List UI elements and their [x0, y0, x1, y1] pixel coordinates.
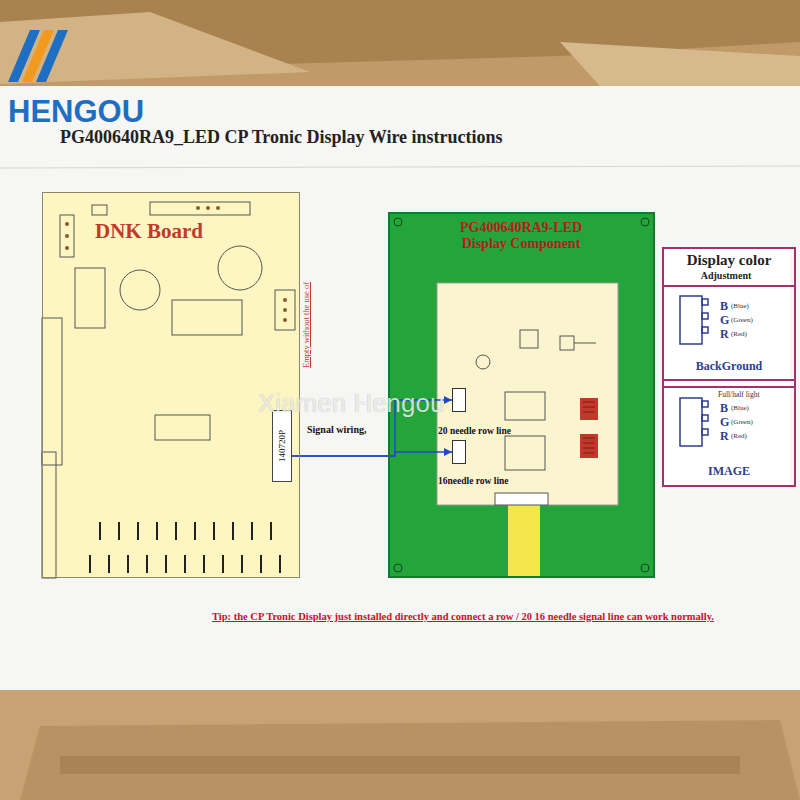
- dip-switch: [680, 296, 702, 344]
- box-flap: [0, 12, 310, 84]
- color-name: (Blue): [731, 302, 749, 310]
- switch-tab: [702, 299, 708, 305]
- switch-tab: [702, 415, 708, 421]
- panel-section: IMAGE: [662, 386, 796, 487]
- chip-symbol: [172, 300, 242, 335]
- switch-stripes: [583, 402, 595, 453]
- lcd-panel: [437, 283, 618, 505]
- mount-hole: [641, 564, 649, 572]
- switch-tab: [702, 401, 708, 407]
- mount-hole: [394, 564, 402, 572]
- color-name: (Red): [731, 330, 747, 338]
- panel-section: BackGround: [662, 285, 796, 381]
- component-symbol: [476, 355, 490, 369]
- switch-block: [580, 398, 598, 420]
- ribbon-connector: [495, 493, 548, 505]
- chip-symbol: [75, 268, 105, 328]
- chip-symbol: [155, 415, 210, 440]
- pin-header: 16needle row line: [452, 440, 466, 464]
- panel-subheading: Adjustment: [662, 270, 790, 281]
- paper-sheet: [0, 86, 800, 690]
- signal-name: R: [720, 429, 729, 444]
- signal-name: G: [720, 313, 729, 328]
- ribbon-cable: [508, 505, 540, 578]
- signal-name: G: [720, 415, 729, 430]
- switch-note: Full/half light: [718, 390, 759, 399]
- mount-hole: [641, 218, 649, 226]
- sheet-title: PG400640RA9_LED CP Tronic Display Wire i…: [60, 127, 503, 148]
- box-flap: [560, 42, 800, 86]
- component-lead: [574, 343, 596, 344]
- capacitor-symbol: [120, 270, 160, 310]
- switch-tab: [702, 313, 708, 319]
- box-flap: [20, 720, 800, 800]
- pin-dot: [65, 222, 69, 226]
- switch-tab: [702, 429, 708, 435]
- panel-fill: [662, 247, 790, 487]
- cardboard-box: [0, 690, 800, 800]
- brand-logo: HENGOU: [8, 94, 144, 130]
- pin-dot: [196, 206, 200, 210]
- signal-wire: [292, 452, 452, 456]
- capacitor-symbol: [218, 246, 262, 290]
- connector-code: 140720P: [277, 430, 287, 462]
- adjust-panel: BackGroundIMAGE Display colorAdjustment: [662, 247, 796, 487]
- board-connector: [92, 205, 107, 215]
- board-connector: [42, 452, 56, 578]
- signal-wire: [292, 400, 452, 456]
- section-label: BackGround: [662, 359, 796, 374]
- logo-mark: [36, 30, 68, 82]
- panel-heading: Display color: [662, 252, 796, 269]
- board-title: DNK Board: [95, 219, 203, 244]
- signal-name: R: [720, 327, 729, 342]
- signal-name: B: [720, 401, 728, 416]
- note-text: Empty without the use of: [301, 282, 311, 368]
- board-fill: [42, 192, 300, 578]
- pin-dot: [206, 206, 210, 210]
- section-label: IMAGE: [662, 464, 796, 479]
- pin-dot: [283, 318, 287, 322]
- board-title: PG400640RA9-LED Display Component: [441, 220, 601, 252]
- component-symbol: [505, 436, 545, 470]
- component-symbol: [560, 336, 574, 350]
- pin-header: 20 needle row line: [452, 388, 466, 412]
- board-connector: [42, 318, 62, 465]
- pin-dot: [216, 206, 220, 210]
- mount-hole: [394, 218, 402, 226]
- color-name: (Green): [731, 316, 753, 324]
- tip-note: Tip: the CP Tronic Display just installe…: [212, 611, 714, 622]
- pin-label: 20 needle row line: [438, 426, 511, 436]
- board-connector: [60, 215, 74, 257]
- pin-dot: [65, 234, 69, 238]
- board-fill: [388, 212, 655, 578]
- color-name: (Blue): [731, 404, 749, 412]
- switch-tab: [702, 327, 708, 333]
- board-box: 140720P DNK Board: [42, 192, 300, 578]
- board-connector: [150, 202, 250, 215]
- component-symbol: [520, 330, 538, 348]
- display-board: 20 needle row line 16needle row line PG400…: [388, 212, 655, 578]
- dip-switch: [680, 398, 702, 446]
- color-name: (Green): [731, 418, 753, 426]
- edge-label: Signal wiring,: [305, 424, 368, 435]
- box-flap: [60, 756, 740, 774]
- pin-row: [90, 522, 280, 573]
- pin-dot: [283, 308, 287, 312]
- connector-box: 140720P: [272, 410, 292, 482]
- watermark: Xiamen Hengou: [258, 388, 444, 419]
- pin-dot: [65, 246, 69, 250]
- pin-label: 16needle row line: [438, 476, 509, 486]
- board-connector: [275, 290, 295, 330]
- component-symbol: [505, 392, 545, 420]
- paper-rule: [0, 166, 800, 168]
- color-name: (Red): [731, 432, 747, 440]
- pin-dot: [283, 298, 287, 302]
- signal-name: B: [720, 299, 728, 314]
